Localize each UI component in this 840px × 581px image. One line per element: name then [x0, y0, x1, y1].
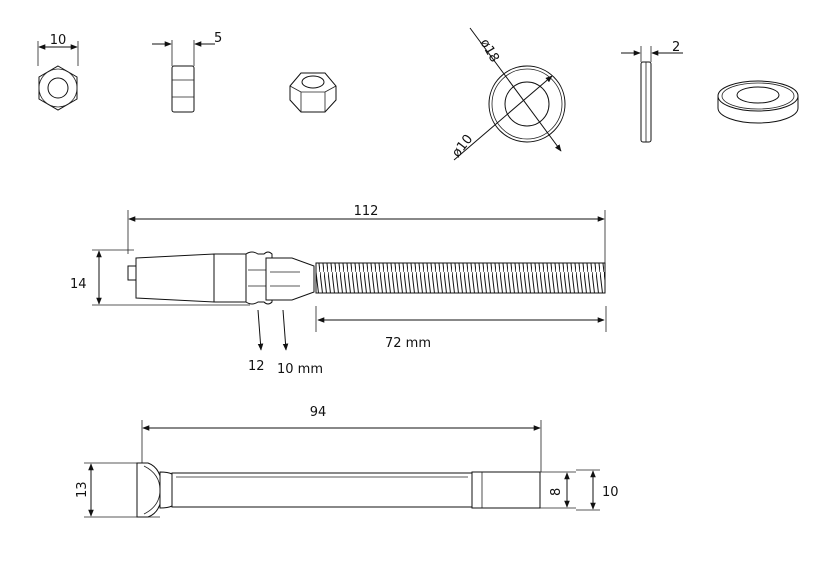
bolt-drawing: 94 13 8 10 [75, 405, 619, 518]
hex-10-label: 10 mm [277, 362, 323, 377]
rod-height-label: 14 [70, 277, 87, 292]
rod-length-label: 112 [354, 204, 379, 219]
washer-side-view: 2 [621, 40, 683, 143]
bolt-end-outer-label: 10 [602, 485, 619, 500]
bolt-head-label: 13 [75, 481, 90, 498]
washer-outer-label: ø18 [477, 37, 502, 66]
nut-width-label: 10 [50, 33, 67, 48]
washer-inner-label: ø10 [449, 132, 476, 161]
hex-12-label: 12 [248, 359, 265, 374]
nut-thickness-label: 5 [214, 31, 222, 46]
washer-3d [717, 80, 799, 124]
threaded-rod-assembly: 112 14 12 10 mm 72 mm [70, 204, 607, 377]
washer-front-view: ø18 ø10 [449, 27, 566, 161]
thread-length-label: 72 mm [385, 336, 431, 351]
bolt-end-inner-label: 8 [549, 488, 564, 496]
hex-nut-3d [289, 72, 337, 113]
bolt-length-label: 94 [310, 405, 327, 420]
hex-nut-top-view: 10 [37, 33, 79, 111]
hex-nut-side-view: 5 [152, 31, 222, 113]
washer-thickness-label: 2 [672, 40, 680, 55]
